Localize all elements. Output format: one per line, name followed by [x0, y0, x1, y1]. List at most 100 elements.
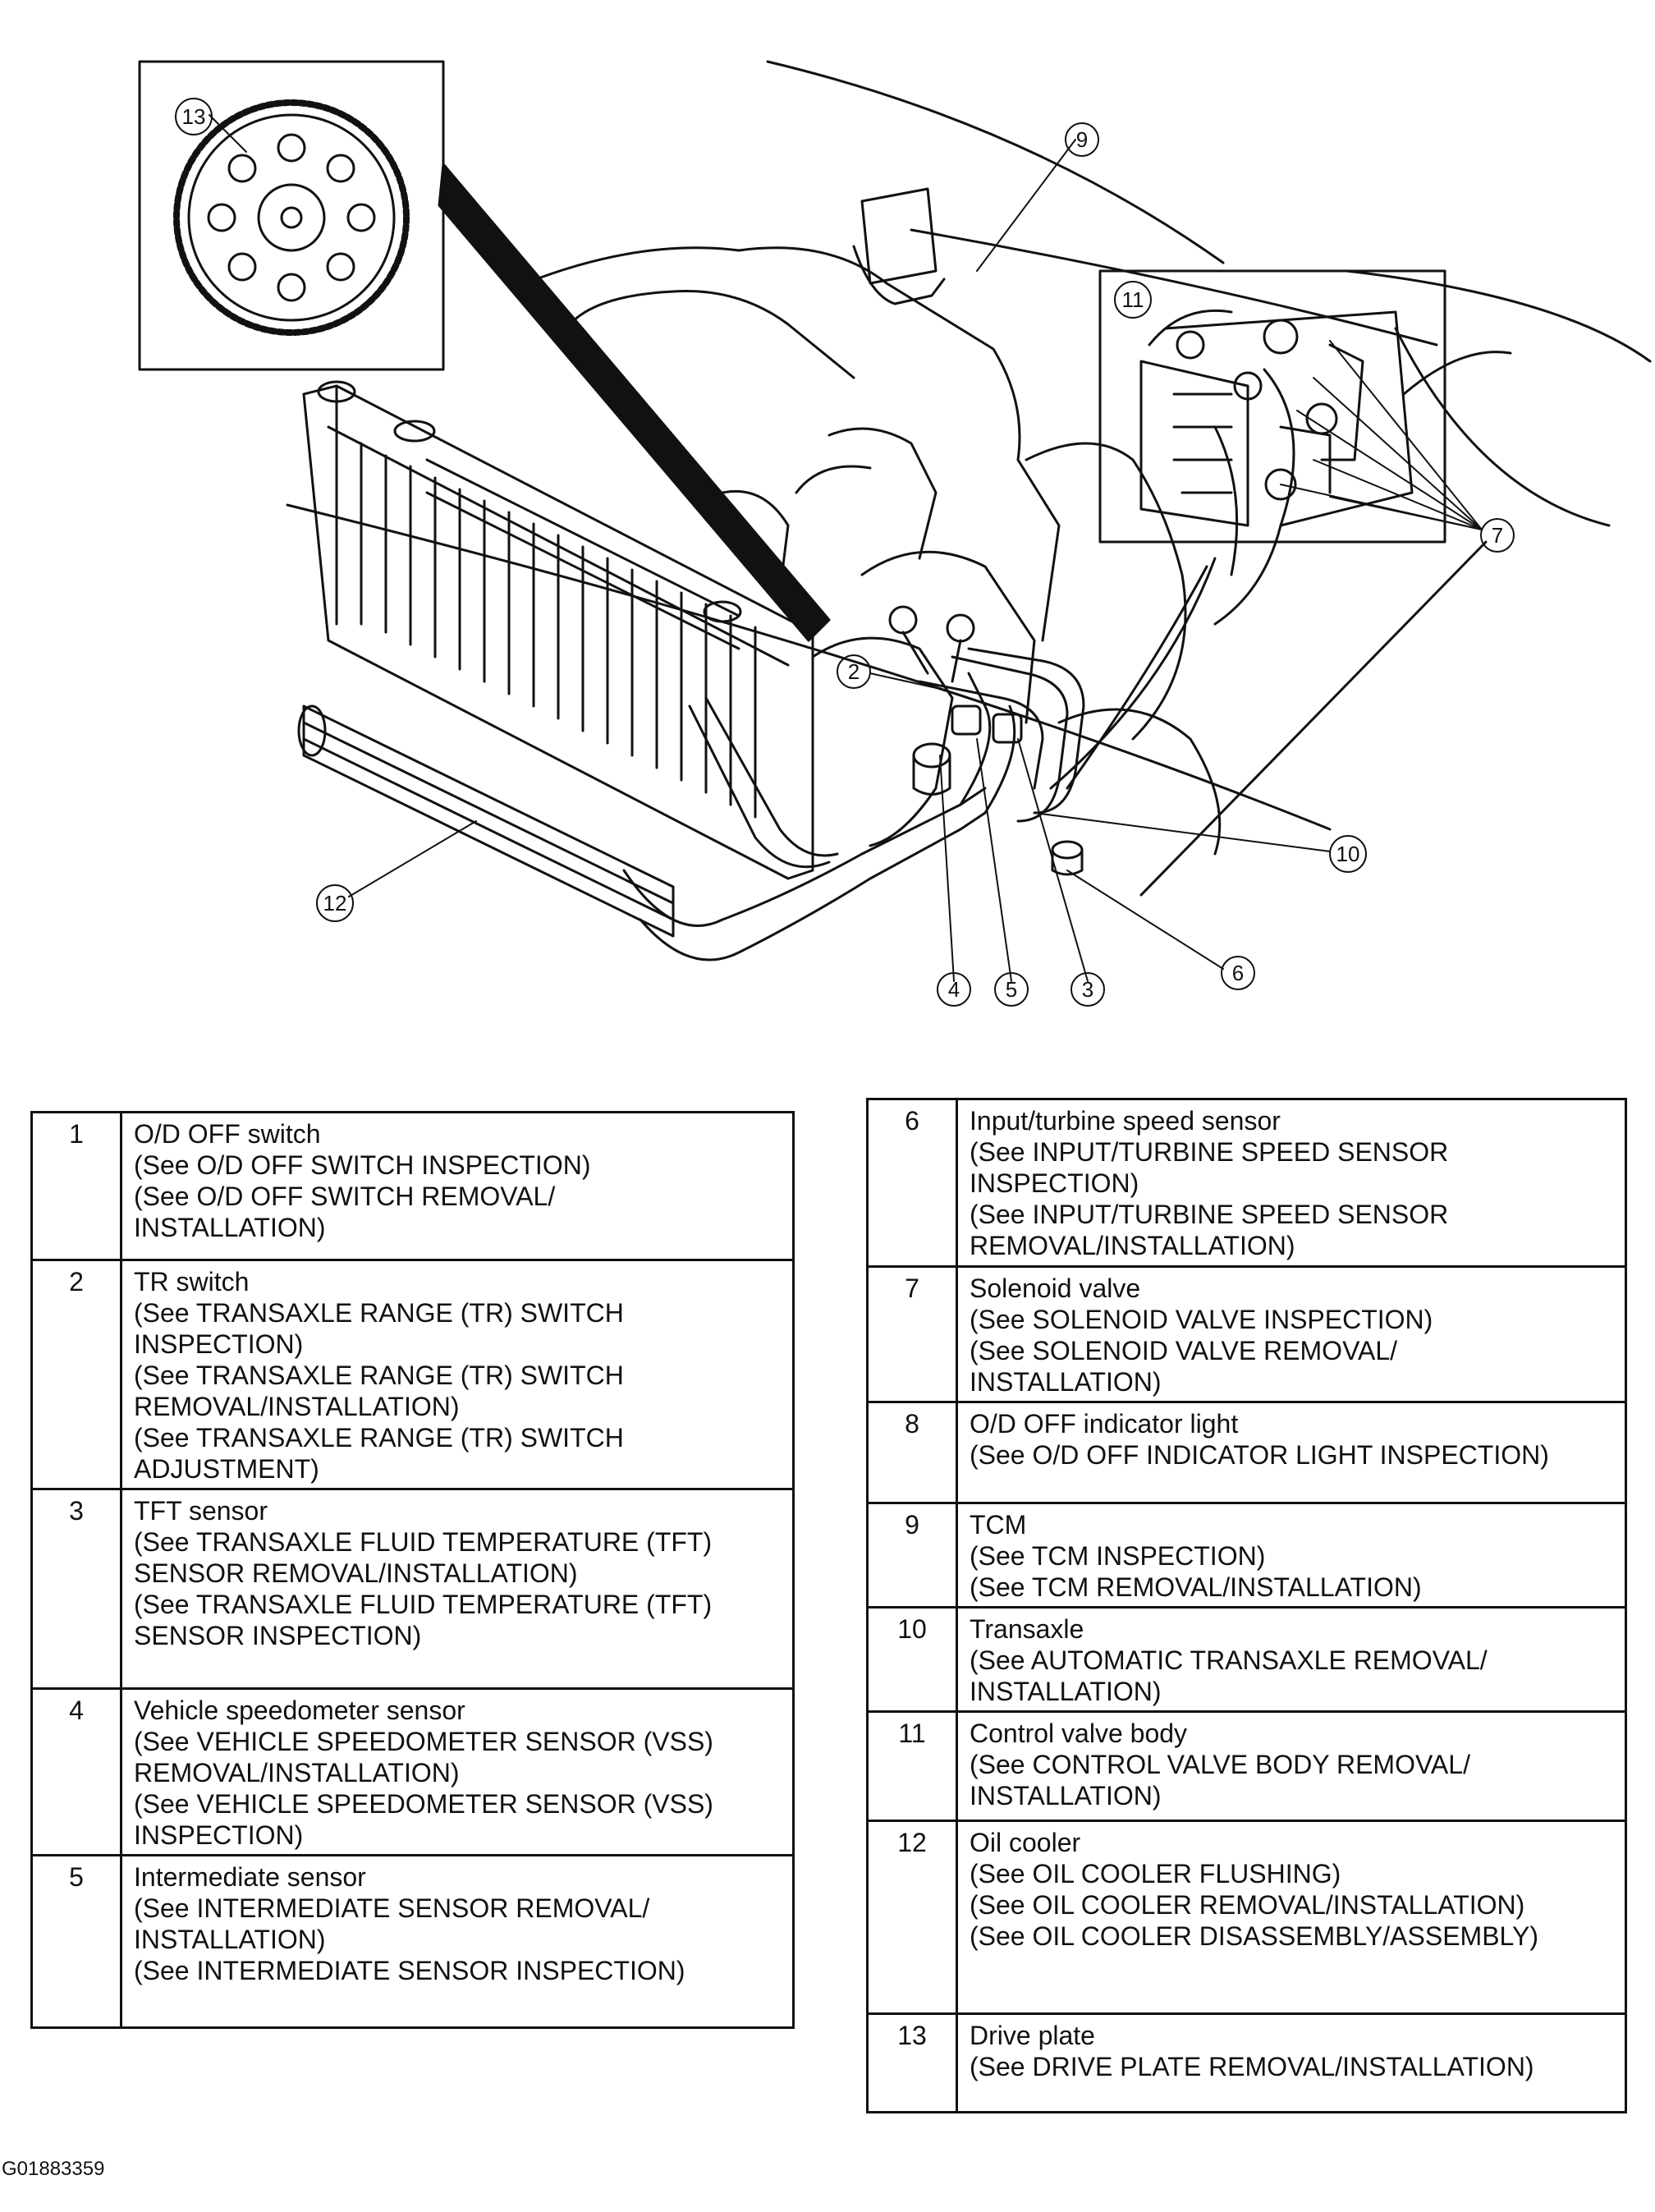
- drive-plate-inset: [138, 60, 831, 642]
- legend-item-reference: (See CONTROL VALVE BODY REMOVAL/: [970, 1750, 1470, 1779]
- legend-item-reference: INSPECTION): [970, 1168, 1139, 1198]
- legend-item-number: 6: [866, 1098, 958, 1268]
- legend-item-reference: REMOVAL/INSTALLATION): [970, 1231, 1295, 1260]
- radiator: [302, 380, 814, 880]
- legend-item-reference: (See O/D OFF SWITCH INSPECTION): [134, 1150, 591, 1180]
- legend-item-reference: (See INTERMEDIATE SENSOR INSPECTION): [134, 1956, 685, 1985]
- legend-item-number: 11: [866, 1710, 958, 1822]
- legend-item-number: 3: [30, 1488, 122, 1690]
- legend-item-reference: (See OIL COOLER DISASSEMBLY/ASSEMBLY): [970, 1921, 1538, 1951]
- legend-item-title: Input/turbine speed sensor: [970, 1106, 1281, 1136]
- callout-3: 3: [1070, 972, 1105, 1007]
- svg-text:10: 10: [1336, 842, 1360, 866]
- legend-item-reference: (See TRANSAXLE FLUID TEMPERATURE (TFT): [134, 1527, 713, 1557]
- legend-item-reference: INSTALLATION): [134, 1925, 326, 1954]
- legend-item-reference: (See SOLENOID VALVE REMOVAL/: [970, 1336, 1398, 1365]
- legend-item-reference: (See TRANSAXLE RANGE (TR) SWITCH: [134, 1423, 624, 1452]
- legend-item-number: 13: [866, 2012, 958, 2113]
- legend-item-reference: REMOVAL/INSTALLATION): [134, 1758, 460, 1787]
- legend-item-reference: (See TCM REMOVAL/INSTALLATION): [970, 1572, 1422, 1602]
- legend-item-reference: (See O/D OFF SWITCH REMOVAL/: [134, 1182, 556, 1211]
- svg-text:6: 6: [1232, 961, 1244, 985]
- legend-item-number: 12: [866, 1820, 958, 2015]
- legend-item-title: Transaxle: [970, 1614, 1084, 1644]
- legend-item-reference: (See TRANSAXLE RANGE (TR) SWITCH: [134, 1298, 624, 1328]
- legend-item-reference: INSTALLATION): [970, 1677, 1162, 1706]
- legend-item-reference: (See VEHICLE SPEEDOMETER SENSOR (VSS): [134, 1727, 713, 1756]
- legend-item-reference: (See TRANSAXLE RANGE (TR) SWITCH: [134, 1361, 624, 1390]
- tcm-module: [852, 187, 946, 305]
- legend-item-reference: (See TRANSAXLE FLUID TEMPERATURE (TFT): [134, 1590, 713, 1619]
- legend-item-reference: (See OIL COOLER FLUSHING): [970, 1859, 1341, 1888]
- svg-text:7: 7: [1492, 523, 1503, 548]
- svg-text:2: 2: [848, 659, 860, 684]
- oil-cooler: [297, 704, 675, 938]
- figure-id: G01883359: [2, 2158, 105, 2180]
- legend-item-number: 7: [866, 1265, 958, 1403]
- legend-item-reference: SENSOR INSPECTION): [134, 1621, 422, 1650]
- legend-item-reference: INSPECTION): [134, 1820, 304, 1850]
- legend-item-reference: (See OIL COOLER REMOVAL/INSTALLATION): [970, 1890, 1525, 1920]
- legend-item-title: Oil cooler: [970, 1828, 1081, 1857]
- callout-4: 4: [937, 972, 971, 1007]
- legend-item-description: O/D OFF switch(See O/D OFF SWITCH INSPEC…: [120, 1111, 795, 1261]
- legend-item-reference: (See TCM INSPECTION): [970, 1541, 1266, 1571]
- legend-item-reference: INSPECTION): [134, 1329, 304, 1359]
- callout-2: 2: [837, 654, 871, 689]
- callout-11: 11: [1114, 281, 1152, 319]
- legend-item-reference: ADJUSTMENT): [134, 1454, 319, 1484]
- legend-item-reference: (See O/D OFF INDICATOR LIGHT INSPECTION): [970, 1440, 1549, 1470]
- callout-5: 5: [994, 972, 1029, 1007]
- legend-item-description: Intermediate sensor (See INTERMEDIATE SEN…: [120, 1854, 795, 2029]
- legend-item-description: Transaxle(See AUTOMATIC TRANSAXLE REMOVA…: [956, 1606, 1627, 1713]
- legend-item-title: TR switch: [134, 1267, 250, 1296]
- svg-text:9: 9: [1076, 127, 1088, 152]
- legend-item-title: O/D OFF switch: [134, 1119, 321, 1149]
- legend-item-title: Control valve body: [970, 1719, 1188, 1748]
- legend-item-reference: SENSOR REMOVAL/INSTALLATION): [134, 1558, 578, 1588]
- legend-item-title: Solenoid valve: [970, 1274, 1141, 1303]
- legend-item-number: 4: [30, 1687, 122, 1856]
- legend-item-description: TCM(See TCM INSPECTION)(See TCM REMOVAL/…: [956, 1502, 1627, 1609]
- wiring-harness: [888, 557, 1217, 876]
- legend-item-title: Vehicle speedometer sensor: [134, 1696, 465, 1725]
- legend-item-reference: REMOVAL/INSTALLATION): [134, 1392, 460, 1421]
- legend-item-number: 5: [30, 1854, 122, 2029]
- callout-7: 7: [1480, 518, 1515, 553]
- legend-item-reference: (See AUTOMATIC TRANSAXLE REMOVAL/: [970, 1645, 1488, 1675]
- legend-item-reference: INSTALLATION): [134, 1213, 326, 1242]
- legend-item-title: TFT sensor: [134, 1496, 268, 1526]
- svg-text:12: 12: [323, 891, 347, 916]
- legend-item-number: 2: [30, 1259, 122, 1490]
- svg-text:4: 4: [948, 977, 960, 1002]
- legend-item-reference: (See VEHICLE SPEEDOMETER SENSOR (VSS): [134, 1789, 713, 1819]
- legend-item-reference: (See DRIVE PLATE REMOVAL/INSTALLATION): [970, 2052, 1534, 2081]
- legend-item-number: 1: [30, 1111, 122, 1261]
- legend-item-description: Vehicle speedometer sensor(See VEHICLE S…: [120, 1687, 795, 1856]
- legend-item-title: Intermediate sensor: [134, 1862, 366, 1892]
- legend-item-reference: (See SOLENOID VALVE INSPECTION): [970, 1305, 1433, 1334]
- legend-item-description: Control valve body(See CONTROL VALVE BOD…: [956, 1710, 1627, 1822]
- component-location-diagram: 2 3 4 5 6 7 9 10 11 12 13: [138, 60, 1652, 1007]
- legend-item-description: TR switch(See TRANSAXLE RANGE (TR) SWITC…: [120, 1259, 795, 1490]
- svg-text:11: 11: [1122, 287, 1144, 312]
- legend-row: 7 Solenoid valve(See SOLENOID VALVE INSPE…: [866, 1265, 1627, 1403]
- callout-10: 10: [1329, 835, 1367, 873]
- legend-item-title: TCM: [970, 1510, 1027, 1540]
- legend-item-number: 8: [866, 1401, 958, 1504]
- legend-item-number: 10: [866, 1606, 958, 1713]
